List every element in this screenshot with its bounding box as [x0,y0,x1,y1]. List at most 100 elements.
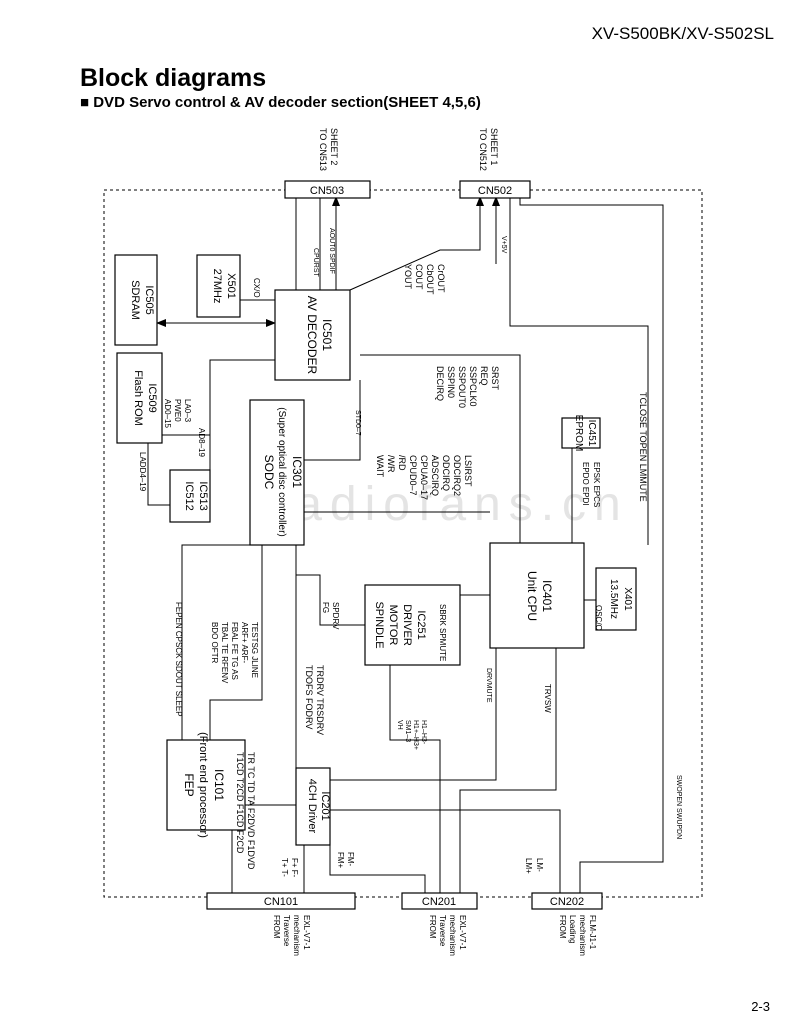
svg-text:AD0–15: AD0–15 [163,399,172,428]
svg-text:AV DECODER: AV DECODER [305,296,319,375]
block-cn201: CN201 [401,892,478,910]
svg-text:X501: X501 [225,273,237,299]
label-trvsw: TRVSW [543,684,552,713]
label-to-cn512: TO CN512 [478,128,488,171]
svg-text:SM1–3: SM1–3 [404,720,411,742]
svg-text:COUT: COUT [414,264,424,290]
svg-text:IC505: IC505 [143,285,155,314]
wires [147,196,664,893]
block-x401: 13.5MHz X401 [595,567,637,631]
label-osc: OSC/O [594,605,603,631]
svg-text:SODC: SODC [262,455,276,490]
svg-text:SRST: SRST [490,366,500,391]
section-subtitle: ■ DVD Servo control & AV decoder section… [80,94,481,111]
svg-text:mechanism: mechanism [292,915,301,956]
label-tclose: TCLOSE TOPEN LMMUTE [638,392,648,502]
svg-text:MOTOR: MOTOR [387,605,399,646]
svg-text:CbOUT: CbOUT [425,264,435,295]
svg-text:EXL-V7-1: EXL-V7-1 [302,915,311,950]
label-cxo: CX/O [252,278,261,298]
svg-text:VH: VH [396,720,403,730]
block-ic251: SPINDLE MOTOR DRIVER IC251 [364,584,461,666]
block-ic501: AV DECODER IC501 [274,289,351,381]
svg-text:F+ F-: F+ F- [290,858,299,878]
svg-text:LA0–3: LA0–3 [183,399,192,423]
svg-text:Flash ROM: Flash ROM [132,370,144,426]
svg-text:H1+–H3+: H1+–H3+ [412,720,419,750]
svg-text:IC512: IC512 [183,481,195,510]
block-ic301: SODC (Super optical disc controller) IC3… [249,399,305,546]
svg-text:IC251: IC251 [415,610,427,639]
label-drvmute: DRVMUTE [485,668,492,703]
svg-text:TRDRV TRSDRV: TRDRV TRSDRV [315,665,325,735]
label-sbrk: SBRK SPMUTE [438,604,447,661]
svg-text:DECIRQ: DECIRQ [435,366,445,401]
svg-text:ARF+ ARF-: ARF+ ARF- [240,622,249,663]
model-number: XV-S500BK/XV-S502SL [591,24,774,43]
label-fepen: FEPEN CPSCK SDOUT SLEEP [174,602,183,717]
svg-text:ODCIRQ: ODCIRQ [441,455,451,491]
label-ad8: AD8–19 [197,428,206,457]
svg-text:FG: FG [321,602,330,613]
label-to-cn513-sheet: SHEET 2 [329,128,339,165]
svg-text:PWE0: PWE0 [173,399,182,422]
svg-text:IC401: IC401 [540,580,554,612]
svg-text:SSPIN0: SSPIN0 [446,366,456,398]
svg-text:TESTSG JLINE: TESTSG JLINE [250,622,259,678]
block-x501: 27MHz X501 [196,254,241,318]
signal-labels: TO CN513 SHEET 2 TO CN512 SHEET 1 CPURST… [138,128,682,956]
svg-text:X401: X401 [622,587,633,611]
svg-text:FROM: FROM [272,915,281,939]
block-ic401: Unit CPU IC401 [489,542,585,649]
svg-text:TDOFS FODRV: TDOFS FODRV [304,665,314,729]
svg-text:13.5MHz: 13.5MHz [608,579,619,619]
svg-text:FROM: FROM [428,915,437,939]
svg-text:T1CD T2CD F1CD F2CD: T1CD T2CD F1CD F2CD [235,752,245,854]
svg-text:CPUA0–17: CPUA0–17 [419,455,429,500]
svg-text:TBAL TE RFENV: TBAL TE RFENV [220,622,229,684]
svg-text:FM-: FM- [346,852,355,867]
block-cn202: CN202 [531,892,603,910]
svg-text:mechanism: mechanism [448,915,457,956]
svg-text:IC201: IC201 [319,791,331,820]
svg-text:CN201: CN201 [422,896,456,908]
svg-text:Traverse: Traverse [282,915,291,947]
svg-text:ODCIRQ2: ODCIRQ2 [452,455,462,496]
page-number: 2-3 [751,999,770,1014]
watermark: radiofans.cn [271,478,629,531]
svg-text:(Front end processor): (Front end processor) [197,732,209,838]
block-ic505: SDRAM IC505 [114,254,158,346]
block-ic509: Flash ROM IC509 [116,352,163,444]
svg-text:FBAL FE TG AS: FBAL FE TG AS [230,622,239,680]
svg-text:ADSCIRQ: ADSCIRQ [430,455,440,496]
page-title: Block diagrams [80,64,267,92]
svg-text:FEP: FEP [182,773,196,796]
svg-text:REQ: REQ [479,366,489,386]
label-std: STD0–7 [354,410,361,436]
svg-text:LM-: LM- [535,858,544,872]
label-swopen: SWOPEN SWUPDN [675,775,682,839]
svg-text:EPSK EPCS: EPSK EPCS [592,462,601,507]
svg-text:FLM-J1-1: FLM-J1-1 [588,915,597,950]
block-cn101: CN101 [206,892,356,910]
svg-text:Unit CPU: Unit CPU [525,571,539,621]
label-aout: AOUT0 SPDIF [328,228,335,274]
svg-text:SPINDLE: SPINDLE [373,601,385,648]
block-ic101: FEP (Front end processor) IC101 [166,732,246,838]
svg-text:CN502: CN502 [478,185,512,197]
svg-text:IC301: IC301 [290,456,304,488]
svg-text:FROM: FROM [558,915,567,939]
svg-text:SSPOUT0: SSPOUT0 [457,366,467,408]
svg-text:WAIT: WAIT [375,455,385,478]
svg-text:CN101: CN101 [264,896,298,908]
block-ic201: 4CH Driver IC201 [295,767,331,846]
svg-text:(Super optical disc controller: (Super optical disc controller) [276,407,287,537]
svg-text:FM+: FM+ [336,852,345,869]
svg-text:EPDO EPDI: EPDO EPDI [581,462,590,506]
svg-text:/RD: /RD [397,455,407,471]
svg-text:H1–H3-: H1–H3- [420,720,427,745]
block-ic451: EPROM IC451 [561,415,601,451]
svg-text:27MHz: 27MHz [211,269,223,304]
svg-text:CPUD0–7: CPUD0–7 [408,455,418,496]
